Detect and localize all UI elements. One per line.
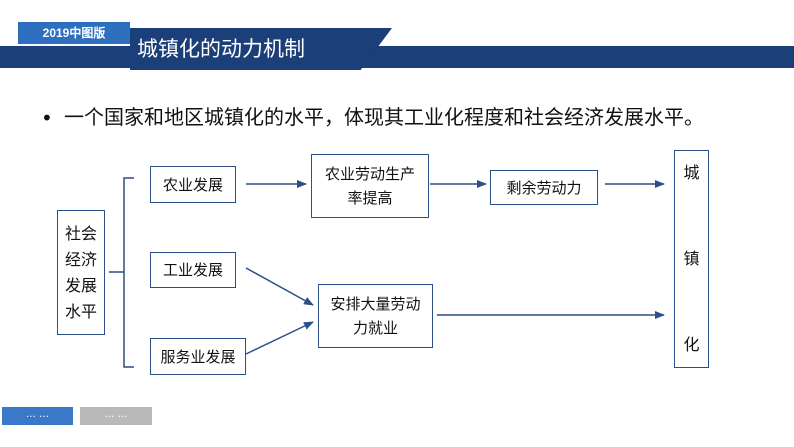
box-productivity: 农业劳动生产 率提高 bbox=[311, 154, 429, 218]
urbanization-char-2: 镇 bbox=[683, 249, 700, 268]
box-employment: 安排大量劳动 力就业 bbox=[318, 284, 433, 348]
prev-button[interactable]: … … bbox=[2, 407, 73, 425]
page-title: 城镇化的动力机制 bbox=[137, 37, 305, 61]
edition-badge: 2019中图版 bbox=[18, 22, 130, 44]
bullet-text: 一个国家和地区城镇化的水平，体现其工业化程度和社会经济发展水平。 bbox=[64, 105, 704, 129]
box-socioeconomic-level: 社会 经济 发展 水平 bbox=[57, 210, 105, 335]
arrow-services-to-employment bbox=[245, 321, 314, 355]
brace bbox=[123, 177, 134, 368]
box-surplus-labor: 剩余劳动力 bbox=[490, 170, 598, 205]
title-bar bbox=[130, 28, 392, 70]
arrow-industry-to-employment bbox=[245, 267, 314, 306]
next-button[interactable]: … … bbox=[80, 407, 152, 425]
box-industry: 工业发展 bbox=[150, 252, 236, 288]
urbanization-char-1: 城 bbox=[683, 163, 700, 182]
box-urbanization: 城 镇 化 bbox=[674, 150, 709, 368]
box-agriculture: 农业发展 bbox=[150, 166, 236, 203]
bullet-marker: • bbox=[41, 106, 53, 130]
urbanization-char-3: 化 bbox=[683, 335, 700, 354]
box-services: 服务业发展 bbox=[150, 338, 246, 375]
